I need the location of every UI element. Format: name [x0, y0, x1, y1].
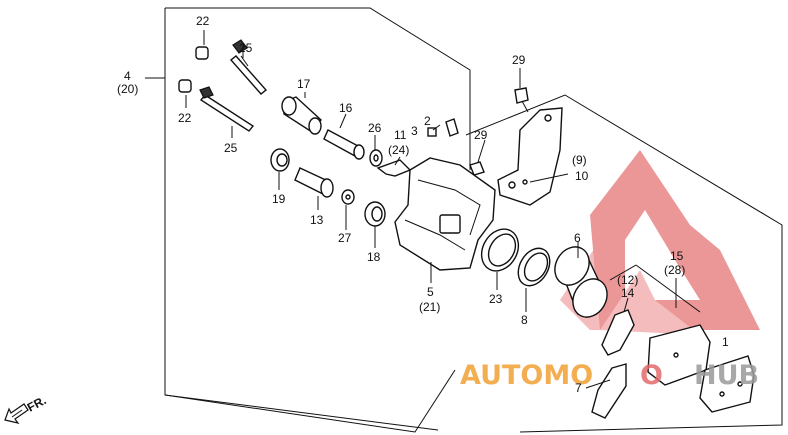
label-22-lower: 22 — [178, 111, 192, 125]
pin-bolt-25-upper — [195, 39, 268, 95]
front-direction-label: FR. — [25, 393, 49, 414]
watermark-part-a: AUTOMO — [460, 360, 593, 391]
part-labels: 22 25 4 (20) 22 25 17 16 2 3 11 (24) 26 … — [117, 14, 729, 395]
bushing-17 — [281, 96, 322, 135]
bolt-29-lower — [469, 161, 485, 176]
boot-19 — [270, 148, 290, 172]
seal-8 — [517, 247, 551, 287]
label-13: 13 — [310, 213, 324, 227]
label-7: 7 — [575, 381, 582, 395]
pin-16 — [323, 129, 365, 160]
label-19: 19 — [272, 192, 286, 206]
label-14: 14 — [621, 286, 635, 300]
bleed-valve — [427, 118, 459, 137]
spring-11 — [376, 159, 412, 177]
pad-1 — [699, 355, 755, 413]
label-4: 4 — [124, 69, 131, 83]
label-10: 10 — [575, 169, 589, 183]
bracket-10 — [497, 107, 563, 206]
label-12: (12) — [617, 273, 638, 287]
watermark-part-c: HUB — [694, 360, 759, 391]
leader-lines — [185, 30, 677, 389]
seal-23 — [480, 228, 520, 272]
label-24: (24) — [388, 143, 409, 157]
label-21: (21) — [419, 300, 440, 314]
label-8: 8 — [521, 313, 528, 327]
pin-bolt-25-lower — [178, 79, 255, 132]
label-29-lower: 29 — [474, 128, 488, 142]
washer-27 — [341, 189, 355, 205]
shim-14 — [601, 309, 635, 356]
watermark-part-b: O — [640, 360, 663, 391]
bolt-29-upper — [514, 87, 529, 113]
label-20: (20) — [117, 82, 138, 96]
washer-26 — [369, 149, 383, 167]
piston-6 — [554, 246, 608, 318]
label-25-upper: 25 — [239, 41, 253, 55]
label-1: 1 — [722, 335, 729, 349]
caliper-body-5 — [394, 157, 496, 271]
boot-18 — [364, 201, 386, 227]
assembly-frame — [145, 7, 783, 433]
label-25-lower: 25 — [224, 141, 238, 155]
label-26: 26 — [368, 121, 382, 135]
clip-7 — [591, 363, 627, 419]
label-3: 3 — [411, 124, 418, 138]
label-29-upper: 29 — [512, 53, 526, 67]
label-18: 18 — [367, 250, 381, 264]
front-direction-indicator: FR. — [4, 393, 49, 424]
label-6: 6 — [574, 231, 581, 245]
label-2: 2 — [424, 114, 431, 128]
watermark-text: AUTOMO O HUB — [460, 360, 759, 391]
label-23: 23 — [489, 292, 503, 306]
label-5: 5 — [427, 285, 434, 299]
label-11: 11 — [394, 128, 407, 142]
label-28: (28) — [664, 263, 685, 277]
label-15: 15 — [670, 249, 684, 263]
label-27: 27 — [338, 231, 352, 245]
label-17: 17 — [297, 77, 311, 91]
label-9: (9) — [572, 153, 587, 167]
label-16: 16 — [339, 101, 353, 115]
sleeve-13 — [294, 167, 334, 198]
label-22-upper: 22 — [196, 14, 210, 28]
